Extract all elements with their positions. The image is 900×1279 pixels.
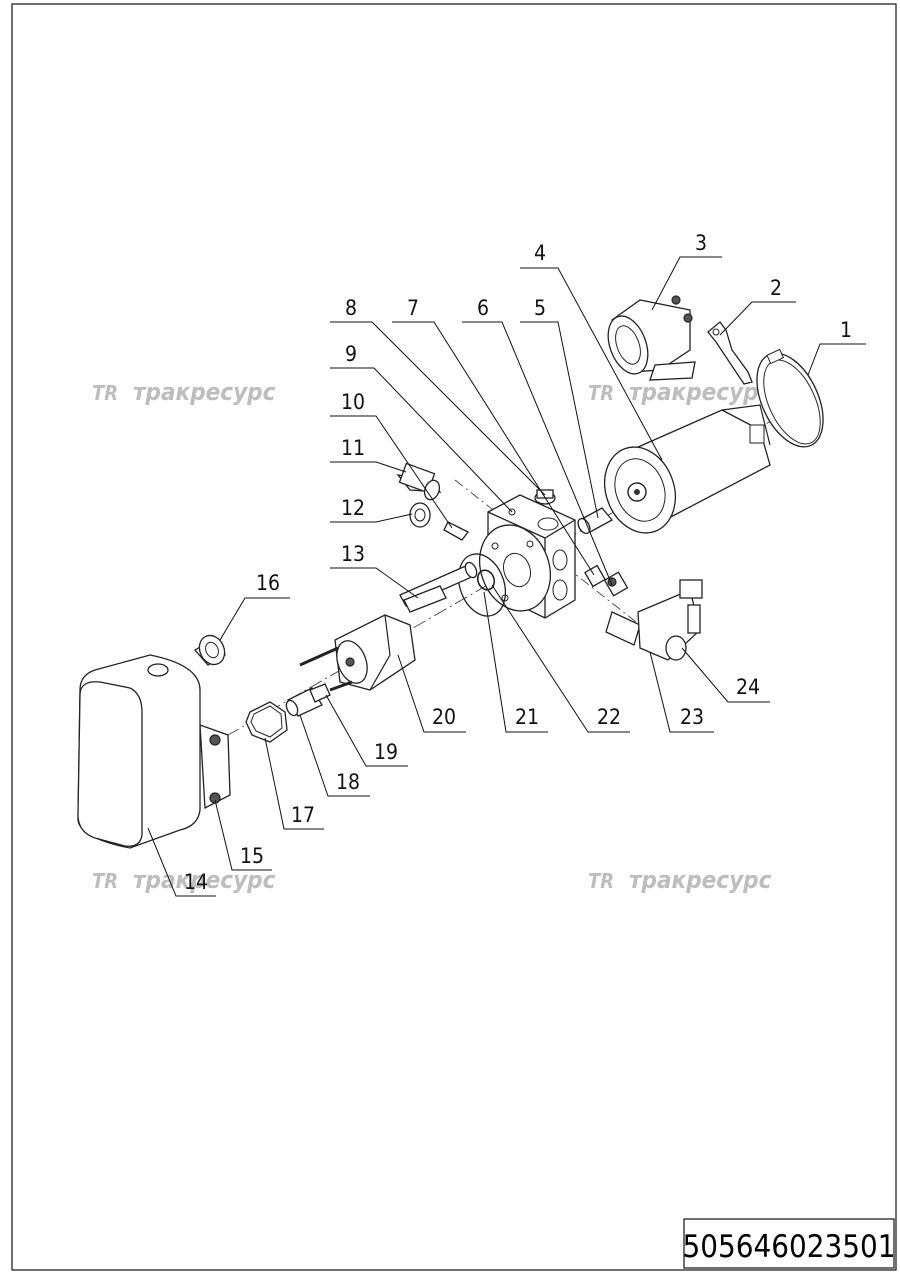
callout-17: 17	[264, 737, 324, 830]
callout-14: 14	[147, 827, 216, 897]
callout-number: 10	[341, 390, 365, 414]
watermark-logo: TR	[588, 381, 614, 405]
part-starter-relay	[607, 295, 696, 381]
part-electric-motor	[604, 404, 771, 534]
callout-number: 6	[477, 296, 489, 320]
callout-number: 21	[515, 705, 539, 729]
document-number: 505646023501	[683, 1229, 896, 1265]
part-suction-tube	[399, 561, 478, 613]
callout-number: 19	[374, 740, 398, 764]
part-adapter	[443, 521, 469, 541]
callout-19: 19	[325, 694, 408, 767]
callout-8: 8	[330, 296, 546, 496]
callout-12: 12	[330, 496, 413, 523]
callout-11: 11	[330, 436, 407, 473]
watermark-top-right: TR тракресурс	[588, 378, 772, 406]
callout-number: 18	[336, 770, 360, 794]
callout-22: 22	[491, 584, 630, 733]
watermark-bottom-left: TR тракресурс	[92, 866, 276, 894]
callout-number: 22	[597, 705, 621, 729]
callout-4: 4	[520, 241, 663, 461]
callout-number: 5	[534, 296, 546, 320]
callout-23: 23	[649, 651, 714, 733]
callout-16: 16	[219, 571, 290, 641]
callout-number: 7	[407, 296, 419, 320]
part-clamp-band	[756, 348, 824, 448]
part-mounting-plate	[199, 724, 231, 810]
part-small-seal	[476, 569, 496, 591]
callout-9: 9	[330, 342, 513, 513]
callout-number: 3	[695, 231, 707, 255]
callout-13: 13	[330, 542, 419, 599]
part-plug	[409, 502, 431, 528]
document-number-box: 505646023501	[683, 1218, 896, 1269]
part-flange	[479, 524, 551, 612]
callout-number: 16	[256, 571, 280, 595]
callout-3: 3	[651, 231, 722, 311]
part-gasket	[245, 701, 288, 743]
callout-6: 6	[462, 296, 613, 586]
callout-number: 15	[240, 844, 264, 868]
part-check-valve	[603, 571, 629, 597]
part-gear-pump	[299, 614, 416, 692]
watermark-logo: TR	[588, 869, 614, 893]
part-hose-fitting	[396, 462, 442, 501]
callout-number: 2	[770, 276, 782, 300]
watermark-logo: TR	[92, 381, 118, 405]
watermark-logo: TR	[92, 869, 118, 893]
part-oil-tank	[77, 654, 201, 849]
callout-number: 20	[432, 705, 456, 729]
callout-number: 17	[291, 803, 315, 827]
part-filler-cap	[193, 634, 227, 666]
callout-24: 24	[681, 647, 770, 703]
callout-number: 23	[680, 705, 704, 729]
watermark-text: тракресурс	[133, 866, 276, 894]
part-sleeve	[577, 507, 614, 535]
watermark-bottom-right: TR тракресурс	[588, 866, 772, 894]
part-bracket	[707, 321, 753, 385]
callout-number: 14	[184, 870, 208, 894]
callout-number: 8	[345, 296, 357, 320]
sheet-border	[11, 3, 897, 1271]
callout-2: 2	[719, 276, 796, 336]
part-solenoid-valve	[605, 579, 703, 661]
watermark-text: тракресурс	[629, 866, 772, 894]
callout-number: 4	[534, 241, 546, 265]
callout-1: 1	[807, 318, 866, 376]
part-nut	[309, 683, 331, 703]
part-o-ring	[457, 553, 507, 617]
watermark-text: тракресурс	[133, 378, 276, 406]
valve-axis	[454, 479, 641, 626]
callout-10: 10	[330, 390, 453, 529]
part-fitting	[584, 564, 606, 588]
callout-number: 13	[341, 542, 365, 566]
callout-18: 18	[299, 714, 370, 797]
callout-21: 21	[483, 591, 548, 733]
callout-number: 1	[840, 318, 852, 342]
callout-20: 20	[397, 654, 466, 733]
callout-5: 5	[520, 296, 599, 519]
callout-number: 11	[341, 436, 365, 460]
callout-number: 12	[341, 496, 365, 520]
callout-number: 24	[736, 675, 760, 699]
watermark-top-left: TR тракресурс	[92, 378, 276, 406]
callout-number: 9	[345, 342, 357, 366]
callout-15: 15	[214, 799, 272, 871]
